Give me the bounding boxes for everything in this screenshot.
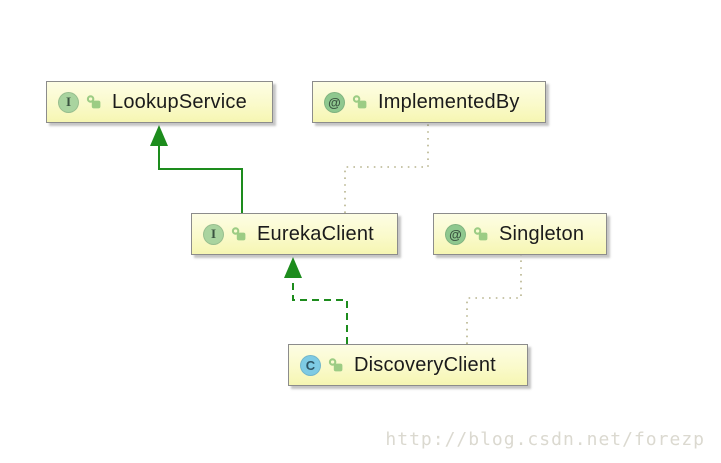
node-singleton[interactable]: @ Singleton <box>433 213 607 255</box>
arrowhead-extends-icon <box>150 125 168 146</box>
edge-eurekaclient-implementedby <box>344 122 429 213</box>
unlock-icon <box>86 95 101 109</box>
edge-discoveryclient-singleton <box>466 254 522 344</box>
node-discoveryclient[interactable]: C DiscoveryClient <box>288 344 528 386</box>
annotation-icon: @ <box>445 223 466 245</box>
annotation-icon: @ <box>324 91 345 113</box>
class-icon: C <box>300 354 321 376</box>
edge-eurekaclient-extends-lookupservice <box>158 144 243 213</box>
node-lookupservice[interactable]: I LookupService <box>46 81 273 123</box>
watermark-text: http://blog.csdn.net/forezp <box>385 429 705 450</box>
unlock-icon <box>473 227 488 241</box>
node-label: ImplementedBy <box>378 90 520 113</box>
unlock-icon <box>352 95 367 109</box>
node-label: DiscoveryClient <box>354 353 496 376</box>
edge-discoveryclient-implements-eurekaclient <box>292 276 348 344</box>
interface-icon: I <box>203 223 224 245</box>
node-label: LookupService <box>112 90 247 113</box>
unlock-icon <box>328 358 343 372</box>
node-label: Singleton <box>499 222 585 245</box>
node-eurekaclient[interactable]: I EurekaClient <box>191 213 398 255</box>
unlock-icon <box>231 227 246 241</box>
node-implementedby[interactable]: @ ImplementedBy <box>312 81 546 123</box>
arrowhead-implements-icon <box>284 257 302 278</box>
node-label: EurekaClient <box>257 222 374 245</box>
interface-icon: I <box>58 91 79 113</box>
